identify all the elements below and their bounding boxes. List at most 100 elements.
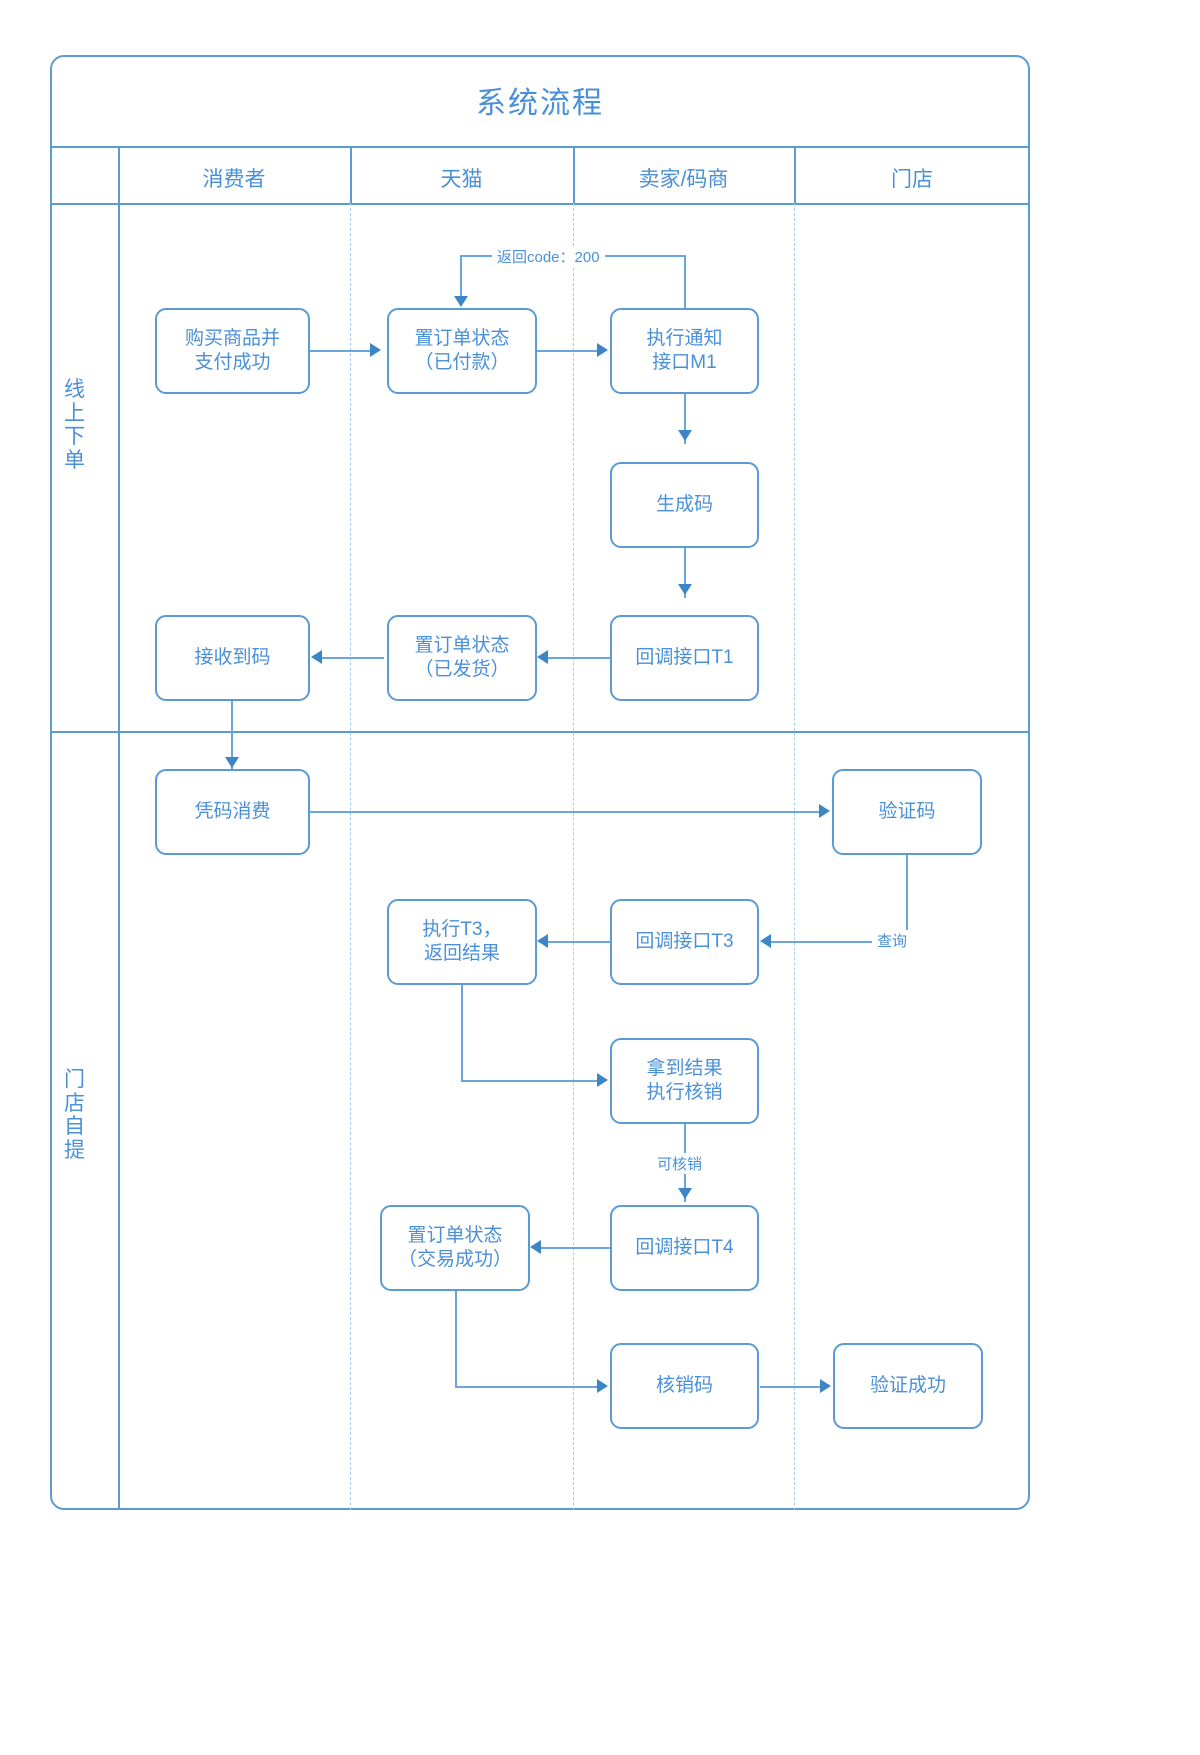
edge-returncode-right-vertical [684, 255, 686, 310]
node-consume-with-code[interactable]: 凭码消费 [155, 769, 310, 855]
node-verify-success-label: 验证成功 [869, 1374, 946, 1396]
node-buy-product-line2: 支付成功 [194, 352, 271, 373]
node-get-result-line2: 执行核销 [646, 1082, 723, 1103]
swimlane-label-char: 门 [64, 1068, 86, 1091]
col-divider-dashed-2 [573, 203, 575, 1510]
edge-exect3-down [461, 985, 463, 1081]
node-get-result-write-off[interactable]: 拿到结果 执行核销 [610, 1038, 759, 1124]
edge-verifycode-down [906, 854, 908, 942]
edge-orderpaid-to-notify [537, 350, 599, 352]
node-set-order-shipped-line2: （已发货） [414, 659, 510, 680]
edge-ordershipped-to-receivecode [322, 657, 384, 659]
swimlane-label-char: 店 [64, 1091, 86, 1115]
swimlane-label-char: 单 [64, 448, 86, 472]
column-header-consumer: 消费者 [202, 168, 266, 191]
edge-writeoff-to-verifysuccess [760, 1386, 822, 1388]
node-write-off-code[interactable]: 核销码 [610, 1343, 759, 1429]
header-col-divider-2 [573, 146, 575, 203]
node-set-order-paid-line2: （已付款） [414, 352, 510, 373]
node-exec-notify-m1[interactable]: 执行通知 接口M1 [610, 308, 759, 394]
node-exec-notify-m1-line1: 执行通知 [646, 327, 723, 349]
node-callback-t1[interactable]: 回调接口T1 [610, 615, 759, 701]
edge-callbackt1-to-ordershipped [548, 657, 610, 659]
edge-gencode-to-callbackt1 [684, 548, 686, 598]
edge-getresult-to-callbackt4-arrowhead [678, 1188, 692, 1199]
edge-notify-to-gencode [684, 394, 686, 444]
edge-ordershipped-to-receivecode-arrowhead [311, 650, 322, 664]
node-callback-t4[interactable]: 回调接口T4 [610, 1205, 759, 1291]
edge-consume-to-verifycode-arrowhead [819, 804, 830, 818]
swimlane-label-char: 自 [64, 1115, 86, 1139]
node-set-order-shipped-line1: 置订单状态 [414, 634, 510, 656]
edge-orderpaid-to-notify-arrowhead [597, 343, 608, 357]
header-divider [50, 203, 1030, 205]
node-set-order-success[interactable]: 置订单状态 （交易成功） [380, 1205, 530, 1291]
page-title: 系统流程 [476, 87, 604, 120]
node-verify-success[interactable]: 验证成功 [833, 1343, 983, 1429]
column-header-seller: 卖家/码商 [638, 168, 729, 191]
edge-callbackt1-to-ordershipped-arrowhead [537, 650, 548, 664]
column-header-store: 门店 [891, 168, 933, 191]
header-col-divider-3 [794, 146, 796, 203]
node-set-order-paid-line1: 置订单状态 [414, 327, 510, 349]
edge-receivecode-to-consume-arrowhead [225, 757, 239, 768]
edge-buy-to-orderpaid [310, 350, 372, 352]
node-get-result-line1: 拿到结果 [646, 1057, 723, 1079]
node-consume-with-code-label: 凭码消费 [194, 800, 271, 822]
edge-label-can-write-off: 可核销 [652, 1153, 708, 1174]
edge-query-arrowhead [760, 934, 771, 948]
swimlane-label-char: 提 [64, 1138, 86, 1162]
col-divider-dashed-3 [794, 203, 796, 1510]
lane-label-divider [118, 146, 120, 1510]
header-col-divider-1 [350, 146, 352, 203]
edge-consume-to-verifycode [310, 811, 821, 813]
edge-callbackt4-to-ordersuccess-arrowhead [530, 1240, 541, 1254]
edge-ordersuccess-to-writeoff [455, 1386, 599, 1388]
node-callback-t1-label: 回调接口T1 [635, 646, 734, 668]
node-set-order-shipped[interactable]: 置订单状态 （已发货） [387, 615, 537, 701]
edge-writeoff-to-verifysuccess-arrowhead [820, 1379, 831, 1393]
edge-callbackt3-to-exect3 [548, 941, 610, 943]
node-set-order-success-line2: （交易成功） [397, 1249, 512, 1270]
node-exec-notify-m1-line2: 接口M1 [652, 352, 717, 373]
node-verify-code[interactable]: 验证码 [832, 769, 982, 855]
swimlane-divider [50, 731, 1030, 733]
edge-label-query: 查询 [872, 930, 913, 951]
node-receive-code-label: 接收到码 [194, 646, 271, 668]
edge-query-horizontal [771, 941, 907, 943]
node-exec-t3-return-result[interactable]: 执行T3， 返回结果 [387, 899, 537, 985]
edge-returncode-arrowhead [454, 296, 468, 307]
edge-exect3-to-getresult-arrowhead [597, 1073, 608, 1087]
edge-ordersuccess-to-writeoff-arrowhead [597, 1379, 608, 1393]
edge-receivecode-to-consume [231, 701, 233, 771]
node-set-order-success-line1: 置订单状态 [407, 1224, 503, 1246]
node-exec-t3-line2: 返回结果 [423, 943, 500, 964]
node-buy-product[interactable]: 购买商品并 支付成功 [155, 308, 310, 394]
title-divider [50, 146, 1030, 148]
node-callback-t3[interactable]: 回调接口T3 [610, 899, 759, 985]
swimlane-label-store-pickup: 门 店 自 提 [52, 1068, 98, 1162]
node-callback-t4-label: 回调接口T4 [635, 1236, 734, 1258]
edge-label-return-code: 返回code：200 [492, 246, 605, 267]
swimlane-label-char: 上 [64, 401, 86, 425]
node-verify-code-label: 验证码 [878, 800, 936, 822]
node-buy-product-line1: 购买商品并 [184, 327, 280, 349]
edge-buy-to-orderpaid-arrowhead [370, 343, 381, 357]
node-generate-code-label: 生成码 [655, 493, 713, 515]
node-generate-code[interactable]: 生成码 [610, 462, 759, 548]
node-set-order-paid[interactable]: 置订单状态 （已付款） [387, 308, 537, 394]
node-write-off-code-label: 核销码 [655, 1374, 713, 1396]
edge-exect3-to-getresult [461, 1080, 599, 1082]
swimlane-label-char: 下 [64, 425, 86, 449]
node-callback-t3-label: 回调接口T3 [635, 930, 734, 952]
swimlane-label-char: 线 [64, 378, 86, 401]
edge-ordersuccess-down [455, 1291, 457, 1387]
node-exec-t3-line1: 执行T3， [422, 918, 502, 940]
col-divider-dashed-1 [350, 203, 352, 1510]
edge-returncode-left-vertical [460, 255, 462, 300]
swimlane-label-online-order: 线 上 下 单 [52, 378, 98, 472]
edge-callbackt4-to-ordersuccess [541, 1247, 610, 1249]
node-receive-code[interactable]: 接收到码 [155, 615, 310, 701]
edge-gencode-to-callbackt1-arrowhead [678, 584, 692, 595]
column-header-tmall: 天猫 [440, 168, 483, 191]
